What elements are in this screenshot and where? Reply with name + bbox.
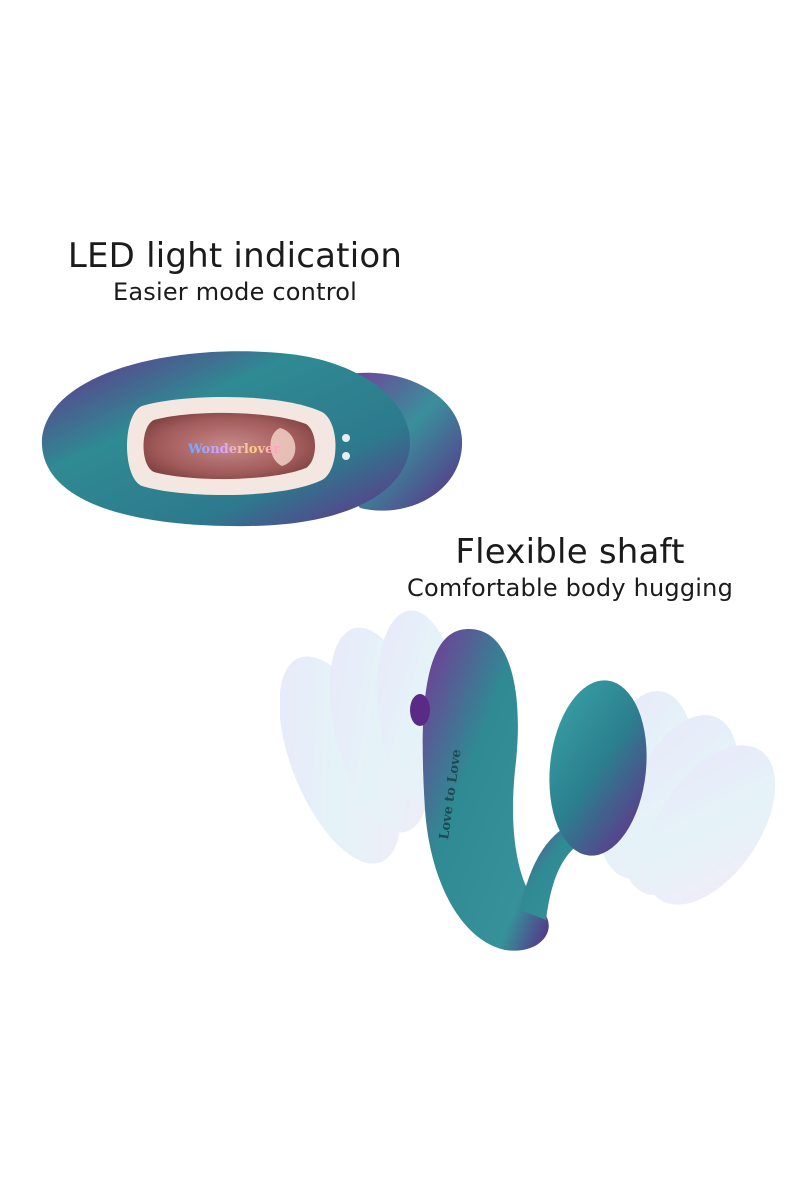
suction-opening: [127, 396, 336, 496]
feature-subtitle-led: Easier mode control: [113, 278, 357, 306]
feature-subtitle-shaft: Comfortable body hugging: [406, 574, 734, 602]
feature-title-led: LED light indication: [67, 236, 403, 276]
feature-title-shaft: Flexible shaft: [455, 532, 685, 572]
feature-caption-shaft: Flexible shaft Comfortable body hugging: [392, 532, 748, 604]
device-top-view-illustration: Wonderlover: [30, 320, 470, 540]
brand-logo-text: Wonderlover: [187, 442, 280, 457]
device-egg: [549, 680, 647, 856]
feature-caption-led: LED light indication Easier mode control: [60, 236, 410, 308]
device-side-view-illustration: Love to Love: [280, 610, 780, 980]
led-buttons: [342, 434, 350, 460]
